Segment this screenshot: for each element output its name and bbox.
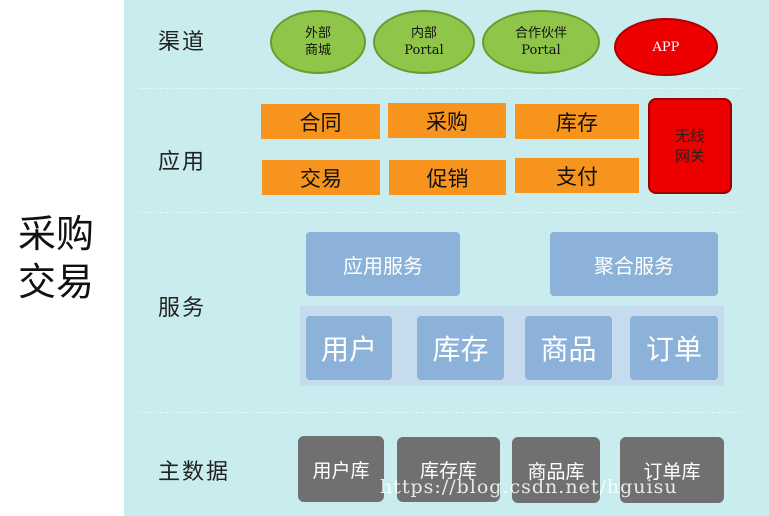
db-user: 用户库 xyxy=(298,436,384,502)
layer-separator xyxy=(140,88,740,89)
channel-partner-portal: 合作伙伴 Portal xyxy=(482,10,600,74)
service-aggregation: 聚合服务 xyxy=(550,232,718,296)
app-inventory: 库存 xyxy=(515,104,639,139)
row-label-service: 服务 xyxy=(158,296,207,321)
row-label-master-data: 主数据 xyxy=(158,460,231,485)
core-service-inventory: 库存 xyxy=(417,316,504,380)
row-label-application: 应用 xyxy=(158,150,207,175)
app-purchase: 采购 xyxy=(388,103,506,138)
db-inventory: 库存库 xyxy=(397,437,500,502)
service-application: 应用服务 xyxy=(306,232,460,296)
core-service-product: 商品 xyxy=(525,316,612,380)
watermark: https://blog.csdn.net/hguisu xyxy=(380,476,678,498)
app-contract: 合同 xyxy=(261,104,380,139)
channel-external-mall: 外部 商城 xyxy=(270,10,366,74)
db-product: 商品库 xyxy=(512,437,600,503)
channel-internal-portal: 内部 Portal xyxy=(373,10,475,74)
app-payment: 支付 xyxy=(515,158,639,193)
side-title: 采购 交易 xyxy=(18,212,95,304)
wireless-gateway: 无线 网关 xyxy=(648,98,732,194)
channel-app: APP xyxy=(614,18,718,76)
row-label-channel: 渠道 xyxy=(158,30,207,55)
app-transaction: 交易 xyxy=(262,160,380,195)
db-order: 订单库 xyxy=(620,437,724,503)
layer-separator xyxy=(140,412,740,413)
app-promotion: 促销 xyxy=(389,160,506,195)
layer-separator xyxy=(140,212,740,213)
core-service-order: 订单 xyxy=(630,316,718,380)
core-service-user: 用户 xyxy=(306,316,392,380)
